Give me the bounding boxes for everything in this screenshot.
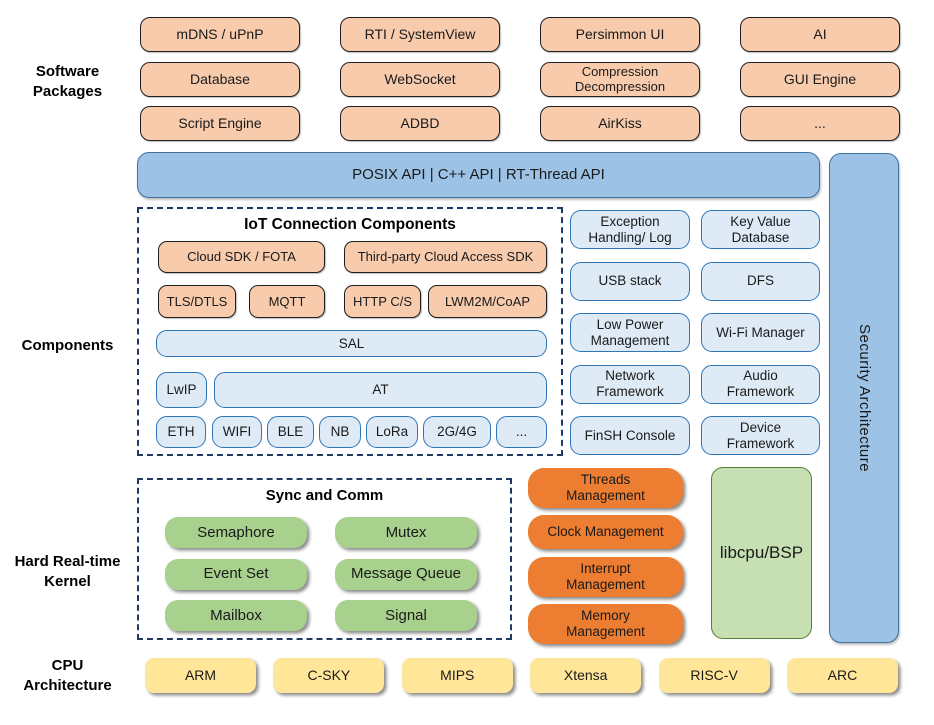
iot-link-eth: ETH bbox=[156, 416, 206, 448]
iot-link-wifi: WIFI bbox=[212, 416, 262, 448]
components-grid: Exception Handling/ Log Key Value Databa… bbox=[570, 210, 820, 455]
package-script-engine: Script Engine bbox=[140, 106, 300, 141]
kernel-threads-management: Threads Management bbox=[528, 468, 683, 508]
kernel-mutex: Mutex bbox=[335, 517, 477, 548]
cpu-arm: ARM bbox=[145, 658, 256, 693]
kernel-mailbox: Mailbox bbox=[165, 600, 307, 631]
cpu-risc-v: RISC-V bbox=[658, 658, 770, 693]
iot-cloud-sdk-fota: Cloud SDK / FOTA bbox=[158, 241, 325, 273]
package-mdns-upnp: mDNS / uPnP bbox=[140, 17, 300, 52]
cpu-mips: MIPS bbox=[401, 658, 513, 693]
package-database: Database bbox=[140, 61, 300, 97]
package-ai: AI bbox=[740, 17, 900, 52]
component-device-framework: Device Framework bbox=[701, 416, 820, 455]
libcpu-bsp-box: libcpu/BSP bbox=[711, 467, 812, 639]
cpu-architecture-row: ARM C-SKY MIPS Xtensa RISC-V ARC bbox=[145, 658, 898, 693]
package-more: ... bbox=[740, 106, 900, 141]
security-architecture-bar: Security Architecture bbox=[829, 153, 899, 643]
package-compression: Compression Decompression bbox=[540, 61, 700, 97]
component-network-framework: Network Framework bbox=[570, 364, 690, 404]
component-usb-stack: USB stack bbox=[570, 261, 690, 301]
row-label-kernel: Hard Real-time Kernel bbox=[14, 553, 121, 590]
sync-and-comm-grid: Semaphore Mutex Event Set Message Queue … bbox=[165, 517, 477, 631]
component-low-power: Low Power Management bbox=[570, 313, 690, 352]
iot-lwip: LwIP bbox=[156, 372, 207, 408]
iot-at-layer: AT bbox=[214, 372, 547, 408]
iot-third-party-sdk: Third-party Cloud Access SDK bbox=[344, 241, 547, 273]
component-dfs: DFS bbox=[701, 261, 820, 301]
component-key-value-database: Key Value Database bbox=[701, 210, 820, 249]
kernel-signal: Signal bbox=[335, 600, 477, 631]
kernel-memory-management: Memory Management bbox=[528, 604, 683, 644]
package-gui-engine: GUI Engine bbox=[740, 61, 900, 97]
kernel-message-queue: Message Queue bbox=[335, 558, 477, 590]
iot-mqtt: MQTT bbox=[249, 285, 325, 318]
iot-connection-components-title: IoT Connection Components bbox=[244, 216, 456, 233]
iot-link-2g4g: 2G/4G bbox=[423, 416, 491, 448]
cpu-c-sky: C-SKY bbox=[273, 658, 385, 693]
package-adbd: ADBD bbox=[340, 106, 500, 141]
iot-sal-layer: SAL bbox=[156, 330, 547, 357]
kernel-clock-management: Clock Management bbox=[528, 515, 683, 549]
kernel-event-set: Event Set bbox=[165, 558, 307, 590]
cpu-xtensa: Xtensa bbox=[530, 658, 642, 693]
component-audio-framework: Audio Framework bbox=[701, 364, 820, 404]
kernel-interrupt-management: Interrupt Management bbox=[528, 557, 683, 597]
iot-link-nb: NB bbox=[319, 416, 361, 448]
component-finsh-console: FinSH Console bbox=[570, 416, 690, 455]
component-exception-handling: Exception Handling/ Log bbox=[570, 210, 690, 249]
software-packages-grid: mDNS / uPnP RTI / SystemView Persimmon U… bbox=[140, 17, 900, 141]
row-label-cpu-architecture: CPU Architecture bbox=[23, 657, 112, 694]
package-airkiss: AirKiss bbox=[540, 106, 700, 141]
api-bar: POSIX API | C++ API | RT-Thread API bbox=[137, 152, 820, 198]
iot-link-more: ... bbox=[496, 416, 547, 448]
package-websocket: WebSocket bbox=[340, 61, 500, 97]
iot-tls-dtls: TLS/DTLS bbox=[158, 285, 236, 318]
package-persimmon-ui: Persimmon UI bbox=[540, 17, 700, 52]
component-wifi-manager: Wi-Fi Manager bbox=[701, 313, 820, 352]
iot-connection-components-box: IoT Connection Components Cloud SDK / FO… bbox=[137, 207, 563, 456]
iot-link-lora: LoRa bbox=[366, 416, 418, 448]
sync-and-comm-title: Sync and Comm bbox=[265, 487, 384, 504]
iot-link-ble: BLE bbox=[267, 416, 314, 448]
cpu-arc: ARC bbox=[786, 658, 898, 693]
kernel-semaphore: Semaphore bbox=[165, 517, 307, 548]
sync-and-comm-box: Sync and Comm Semaphore Mutex Event Set … bbox=[137, 478, 512, 640]
row-label-software-packages: Software Packages bbox=[32, 63, 103, 100]
iot-http-cs: HTTP C/S bbox=[344, 285, 421, 318]
row-label-components: Components bbox=[21, 337, 114, 354]
package-rti-systemview: RTI / SystemView bbox=[340, 17, 500, 52]
iot-lwm2m-coap: LWM2M/CoAP bbox=[428, 285, 547, 318]
